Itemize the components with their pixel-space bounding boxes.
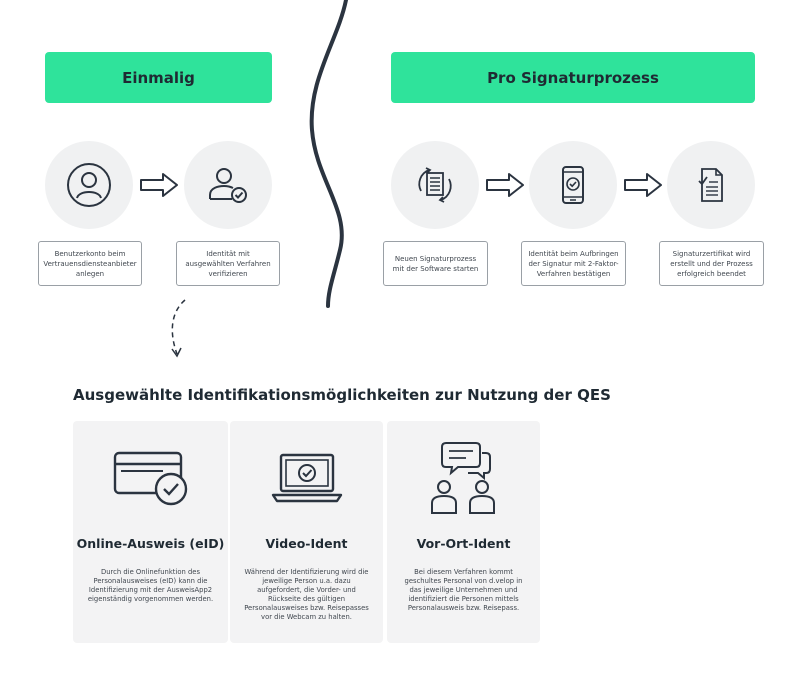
banner-once-label: Einmalig [122, 68, 195, 87]
user-icon [67, 163, 111, 207]
option-text: Durch die Onlinefunktion des Personalaus… [87, 568, 214, 603]
step-3-circle [391, 141, 479, 229]
section-divider-curve [309, 0, 348, 308]
option-card-video: Video-Ident Während der Identifizierung … [230, 421, 383, 643]
banner-per-process-label: Pro Signaturprozess [487, 68, 659, 87]
option-title: Online-Ausweis (eID) [76, 536, 225, 551]
arrow-right-icon [486, 173, 524, 197]
laptop-check-icon [271, 453, 342, 503]
step-3-label: Neuen Signaturprozess mit der Software s… [383, 241, 488, 286]
document-check-icon [698, 168, 723, 202]
option-text: Bei diesem Verfahren kommt geschultes Pe… [404, 568, 523, 612]
arrow-right-icon [624, 173, 662, 197]
option-title: Video-Ident [265, 536, 348, 551]
step-1-label: Benutzerkonto beim Vertrauensdiensteanbi… [38, 241, 142, 286]
people-chat-icon [430, 442, 495, 514]
option-title: Vor-Ort-Ident [416, 536, 511, 551]
step-2-label: Identität mit ausgewählten Verfahren ver… [176, 241, 280, 286]
user-check-icon [209, 168, 247, 203]
option-card-onsite: Vor-Ort-Ident Bei diesem Verfahren kommt… [387, 421, 540, 643]
banner-once: Einmalig [45, 52, 272, 103]
step-4-label: Identität beim Aufbringen der Signatur m… [521, 241, 626, 286]
step-1-circle [45, 141, 133, 229]
step-5-label: Signaturzertifikat wird erstellt und der… [659, 241, 764, 286]
smartphone-check-icon [562, 166, 584, 204]
step-4-circle [529, 141, 617, 229]
option-card-eid: Online-Ausweis (eID) Durch die Onlinefun… [73, 421, 228, 643]
arrow-right-icon [140, 173, 178, 197]
step-5-circle [667, 141, 755, 229]
section-heading: Ausgewählte Identifikationsmöglichkeiten… [73, 386, 611, 404]
option-text: Während der Identifizierung wird die jew… [244, 568, 369, 621]
dashed-arrow-icon [171, 299, 186, 358]
step-2-circle [184, 141, 272, 229]
document-refresh-icon [418, 167, 452, 203]
id-card-check-icon [113, 451, 187, 506]
banner-per-process: Pro Signaturprozess [391, 52, 755, 103]
